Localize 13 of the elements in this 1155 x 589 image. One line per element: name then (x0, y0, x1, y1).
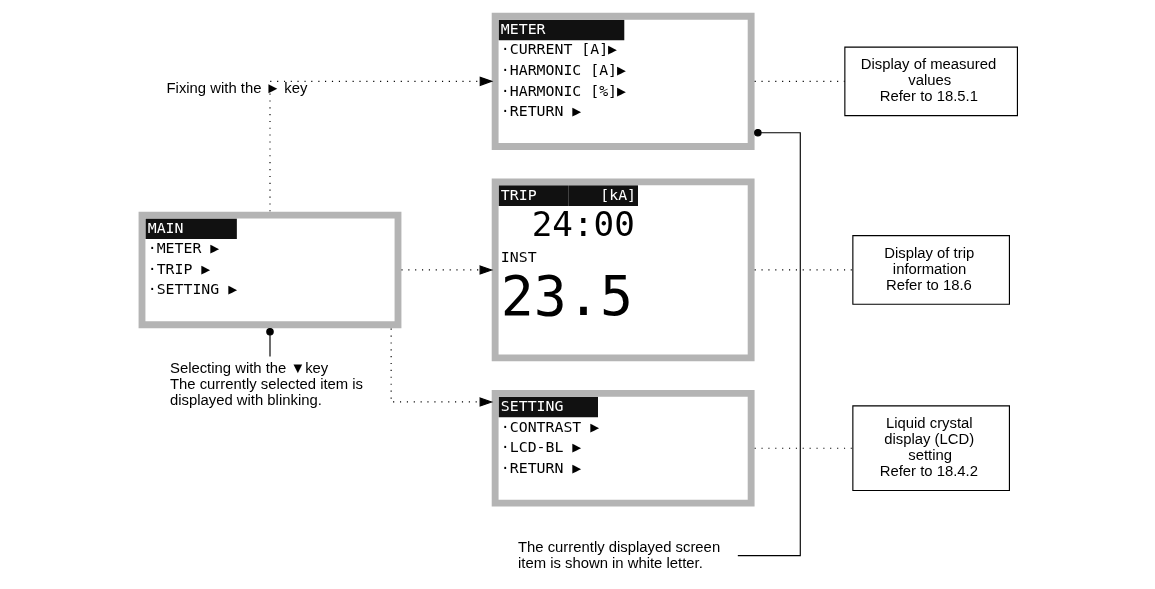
node-box: Display of trip information Refer to 18.6 (851, 235, 1010, 305)
node-box: Display of measured values Refer to 18.5.1 (843, 46, 1018, 117)
node-text: The currently displayed screen item is shown in white letter. (517, 538, 720, 571)
arrow (400, 265, 493, 275)
node-box: Liquid crystal display (LCD) setting Refer to 18.4.2 (851, 405, 1010, 492)
arrow (390, 328, 493, 407)
node-text: Selecting with the ▼key The currently selected item is displayed with blinking. (169, 360, 363, 409)
arrow (268, 76, 493, 212)
connector (753, 447, 853, 449)
connector (753, 269, 853, 271)
connector (265, 328, 274, 358)
edge-label: Fixing with the ► key (166, 80, 307, 97)
connector (736, 129, 801, 557)
